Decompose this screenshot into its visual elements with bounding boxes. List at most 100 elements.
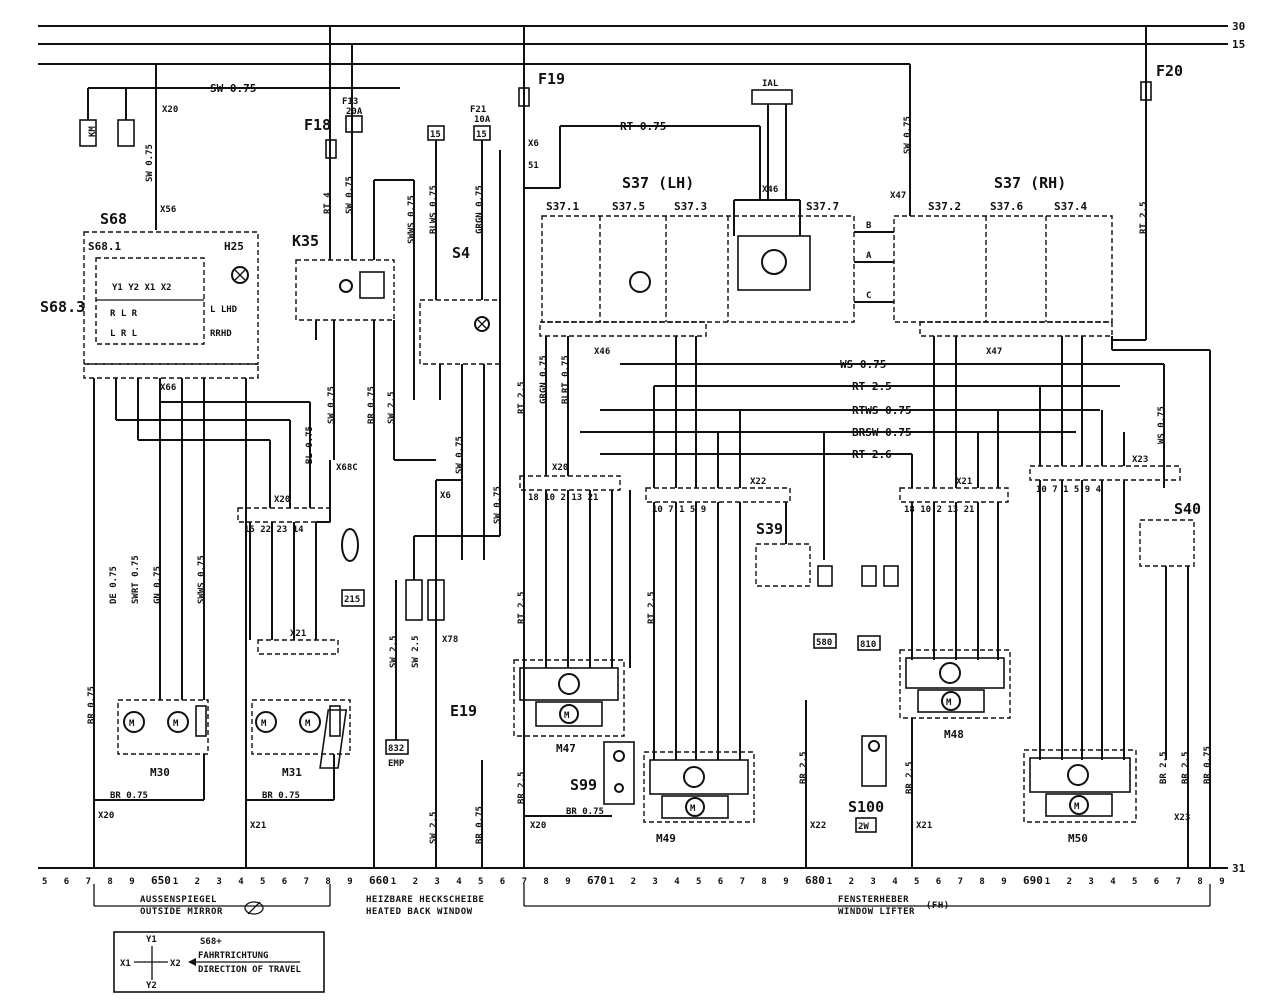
svg-text:BR 2.5: BR 2.5 [905,761,915,794]
ground-number: 9 [129,877,134,887]
svg-text:BLWS 0.75: BLWS 0.75 [429,185,439,234]
ground-number: 3 [1088,877,1093,887]
ground-number: 5 [478,877,483,887]
s4-switch: 15 15 F21 10A BLWS 0.75 GRGN 0.75 S4 SW … [413,105,503,868]
ground-number: 1 [1045,877,1050,887]
ground-number: 5 [696,877,701,887]
svg-text:M: M [946,698,952,708]
ground-number: 1 [391,877,396,887]
svg-text:M: M [261,719,267,729]
f20-label: F20 [1156,62,1183,80]
svg-text:L R L: L R L [110,329,138,339]
s37-rh-switch-block: S37 (RH) S37.2 S37.6 S37.4 X47 X47 B A C… [854,64,1113,357]
e19-heated-window: SW 2.5 SW 2.5 X78 E19 832 EMP SW 2.5 BR … [319,579,485,868]
s37-4-label: S37.4 [1054,200,1087,213]
ground-number: 2 [413,877,418,887]
ground-number: 3 [216,877,221,887]
f21-rating: 10A [474,115,491,125]
svg-text:X20: X20 [552,463,568,473]
s37-lh-label: S37 (LH) [622,174,694,192]
s68-label: S68 [100,210,127,228]
ground-number: 2 [1067,877,1072,887]
s37-7-label: S37.7 [806,200,839,213]
svg-text:SWWS 0.75: SWWS 0.75 [407,195,417,244]
svg-text:X23: X23 [1174,813,1190,823]
ground-number: 1 [609,877,614,887]
x68c-label: X68C [336,463,358,473]
k35-label: K35 [292,232,319,250]
s68-1-label: S68.1 [88,240,121,253]
legend-line2: DIRECTION OF TRAVEL [198,965,302,975]
svg-text:BR 2.5: BR 2.5 [517,771,527,804]
s68-mirror-switch: KM SW 0.75 X20 X56 SW 0.75 S68 S68.1 S68… [40,64,400,393]
e19-label: E19 [450,702,477,720]
svg-text:SW 2.5: SW 2.5 [429,811,439,844]
caption-outside-mirror-en: OUTSIDE MIRROR [140,907,223,917]
svg-text:BR 0.75: BR 0.75 [262,791,300,801]
rail-30-label: 30 [1232,20,1245,33]
ground-number: 3 [870,877,875,887]
svg-text:R L R: R L R [110,309,138,319]
svg-text:BLRT 0.75: BLRT 0.75 [561,355,571,404]
x78-label: X78 [442,635,458,645]
x20-label-top: X20 [162,105,178,115]
ground-number: 1 [173,877,178,887]
svg-text:BR 0.75: BR 0.75 [475,806,485,844]
ground-number: 4 [892,877,898,887]
svg-text:B: B [866,221,872,231]
m47-window-motor: X20 18 10 2 13 21 GRGN 0.75 BLRT 0.75 M … [513,336,631,755]
s37-lh-switch-block: S37 (LH) S37.1 S37.5 S37.3 S37.7 X46 X46 [539,174,855,357]
svg-text:SW 0.75: SW 0.75 [145,144,155,182]
ground-number: 7 [304,877,309,887]
caption-outside-mirror-de: AUSSENSPIEGEL [140,895,217,905]
svg-text:SW 0.75: SW 0.75 [345,176,355,214]
svg-text:SW 0.75: SW 0.75 [493,486,503,524]
svg-text:GRGN 0.75: GRGN 0.75 [539,355,549,404]
svg-text:18 10 2 13 21: 18 10 2 13 21 [904,505,974,515]
m48-label: M48 [944,728,964,741]
ground-number: 7 [1176,877,1181,887]
svg-text:832: 832 [388,744,404,754]
m48-window-motor: X21 18 10 2 13 21 M M48 810 BR 2.5 [857,336,1011,868]
m50-window-motor: X23 10 7 1 5 9 4 M M50 S40 BR 2.5 BR 2.5… [1023,336,1201,868]
direction-legend: S68+ Y1 Y2 X1 X2 FAHRTRICHTUNG DIRECTION… [113,931,325,993]
ground-number: 5 [42,877,47,887]
m31-mirror-motor: X21 M M M31 BR 0.75 [246,629,351,801]
f21-label: F21 [470,105,486,115]
ground-number: 7 [958,877,963,887]
ground-number: 7 [86,877,91,887]
svg-text:L LHD: L LHD [210,305,238,315]
f20-feed: F20 RT 2.5 BR 0.75 [1111,26,1213,868]
svg-text:X47: X47 [986,347,1002,357]
svg-text:RT 2.6: RT 2.6 [852,448,892,461]
ground-number: 4 [674,877,680,887]
svg-text:GN 0.75: GN 0.75 [153,566,163,604]
ground-number: 8 [1197,877,1202,887]
ground-number: 660 [369,874,389,887]
ground-number: 8 [107,877,112,887]
svg-text:RRHD: RRHD [210,329,232,339]
svg-text:18 10 2 13 21: 18 10 2 13 21 [528,493,598,503]
ground-number: 6 [64,877,69,887]
svg-text:X6: X6 [528,139,539,149]
h25-label: H25 [224,240,244,253]
ground-number: 8 [325,877,330,887]
s37-rh-label: S37 (RH) [994,174,1066,192]
ground-number: 2 [195,877,200,887]
ground-number: 670 [587,874,607,887]
ground-number: 6 [718,877,723,887]
ground-number: 3 [652,877,657,887]
svg-text:X21: X21 [956,477,972,487]
svg-text:EMP: EMP [388,759,405,769]
ground-number: 7 [740,877,745,887]
svg-text:SW 0.75: SW 0.75 [455,436,465,474]
s68-wiring: DE 0.75 SWRT 0.75 GN 0.75 SWWS 0.75 BR 0… [87,378,311,868]
s39-s99-switches: S39 580 S99 [570,502,837,805]
svg-text:X47: X47 [890,191,906,201]
svg-text:BL 0.75: BL 0.75 [305,426,315,464]
svg-text:Y1 Y2 X1 X2: Y1 Y2 X1 X2 [112,283,172,293]
ground-number: 9 [1001,877,1006,887]
svg-text:SW 0.75: SW 0.75 [903,116,913,154]
